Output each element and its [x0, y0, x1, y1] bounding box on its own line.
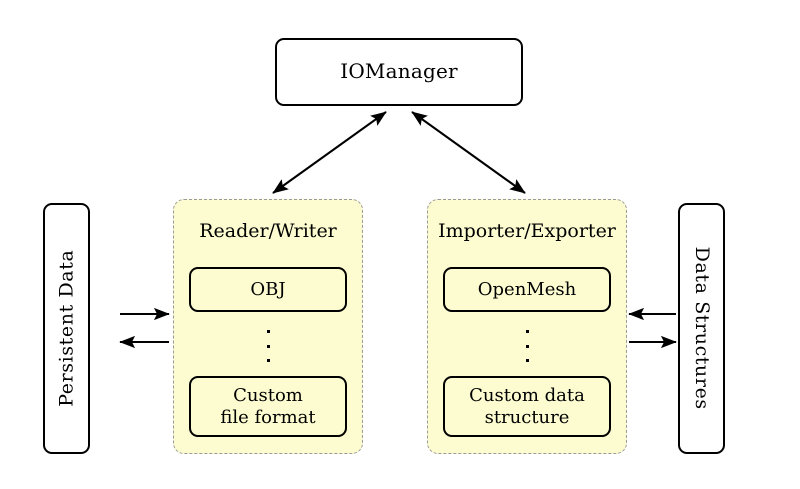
- node-custom-data-structure-label: Custom data structure: [469, 385, 585, 428]
- node-custom-file-format-line1: Custom: [233, 384, 303, 406]
- vertical-ellipsis-icon: [428, 326, 626, 366]
- ellipsis-dot: [266, 359, 270, 362]
- node-custom-data-structure-line1: Custom data: [469, 384, 585, 406]
- ellipsis-dot: [525, 344, 529, 348]
- edge-manager-importer-exporter: [411, 111, 526, 194]
- group-reader-writer[interactable]: Reader/Writer OBJ Custom file format: [173, 199, 363, 454]
- node-persistent-data[interactable]: Persistent Data: [43, 203, 90, 454]
- node-obj-label: OBJ: [250, 278, 286, 300]
- node-openmesh-label: OpenMesh: [477, 278, 577, 300]
- node-obj[interactable]: OBJ: [189, 267, 347, 312]
- ellipsis-dot: [266, 330, 270, 333]
- node-custom-file-format[interactable]: Custom file format: [189, 376, 347, 437]
- node-data-structures[interactable]: Data Structures: [678, 203, 725, 454]
- group-importer-exporter[interactable]: Importer/Exporter OpenMesh Custom data s…: [427, 199, 627, 454]
- node-io-manager[interactable]: IOManager: [275, 38, 523, 106]
- edge-manager-reader-writer: [272, 111, 387, 194]
- node-custom-data-structure[interactable]: Custom data structure: [443, 376, 611, 437]
- node-custom-file-format-line2: file format: [220, 406, 316, 428]
- group-reader-writer-title: Reader/Writer: [199, 220, 337, 242]
- ellipsis-dot: [525, 359, 529, 362]
- node-custom-file-format-label: Custom file format: [220, 385, 315, 428]
- ellipsis-dot: [525, 330, 529, 333]
- ellipsis-dot: [266, 344, 270, 348]
- node-custom-data-structure-line2: structure: [484, 406, 570, 428]
- node-data-structures-label: Data Structures: [690, 246, 713, 411]
- node-persistent-data-label: Persistent Data: [55, 249, 78, 408]
- node-openmesh[interactable]: OpenMesh: [443, 267, 611, 312]
- node-io-manager-label: IOManager: [340, 59, 458, 84]
- vertical-ellipsis-icon: [174, 326, 362, 366]
- group-importer-exporter-title: Importer/Exporter: [438, 220, 616, 242]
